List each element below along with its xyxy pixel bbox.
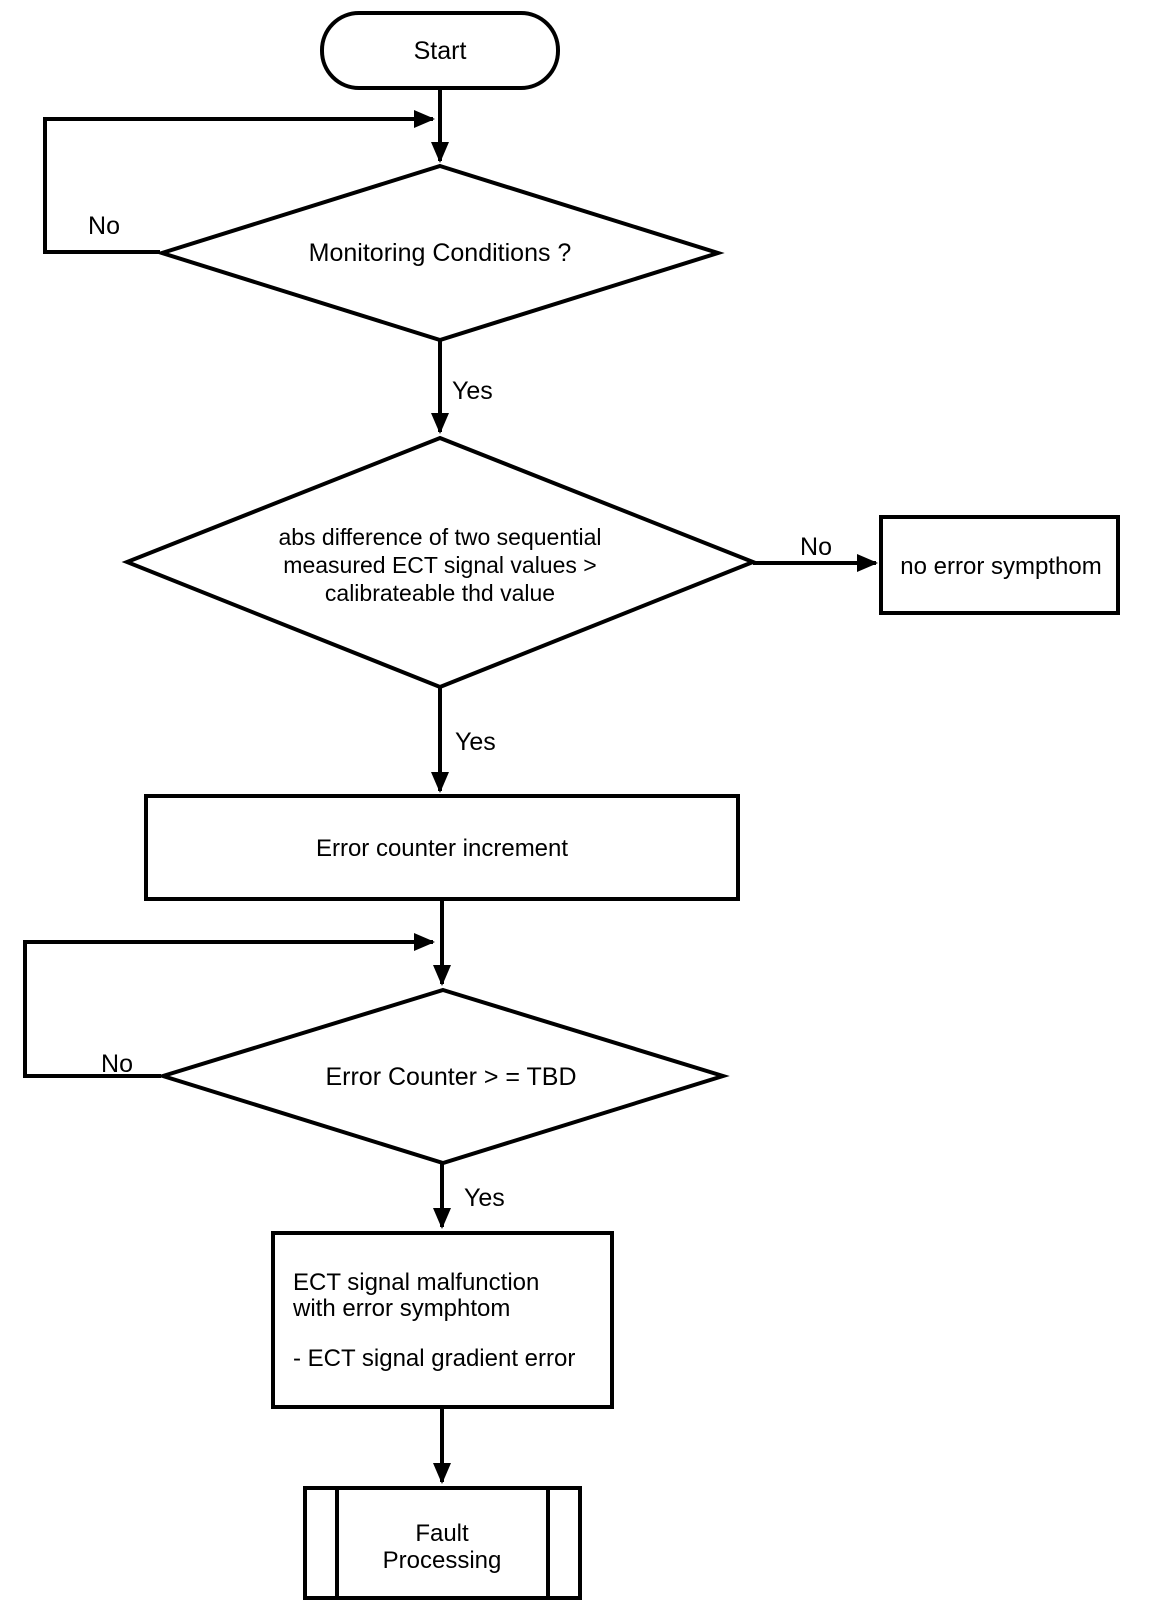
decision-absdiff-label-line2: measured ECT signal values > (283, 552, 596, 578)
process-error-counter-label: Error counter increment (316, 835, 568, 862)
loopback-monitoring-no (43, 110, 435, 254)
decision-absdiff-label-line1: abs difference of two sequential (278, 524, 601, 550)
start-label: Start (414, 37, 467, 65)
fault-label-line1: Fault (415, 1520, 469, 1547)
no-error-label: no error sympthom (900, 553, 1101, 580)
absdiff-yes-label: Yes (455, 728, 496, 756)
loopback-counter-no (23, 933, 435, 1078)
absdiff-no-label: No (800, 533, 832, 561)
malfunction-label-line3: - ECT signal gradient error (293, 1345, 575, 1372)
decision-absdiff-label-line3: calibrateable thd value (325, 580, 555, 606)
monitoring-no-label: No (88, 212, 120, 240)
malfunction-label-line2: with error symphtom (292, 1295, 510, 1322)
counter-yes-label: Yes (464, 1184, 505, 1212)
counter-no-label: No (101, 1050, 133, 1078)
malfunction-label-line1: ECT signal malfunction (293, 1269, 539, 1296)
monitoring-yes-label: Yes (452, 377, 493, 405)
fault-box (303, 1486, 582, 1600)
decision-counter-label: Error Counter > = TBD (325, 1063, 576, 1091)
process-error-counter (144, 794, 740, 901)
fault-label-line2: Processing (383, 1547, 502, 1574)
no-error-box (879, 515, 1120, 615)
decision-monitoring-label: Monitoring Conditions ? (309, 239, 572, 267)
